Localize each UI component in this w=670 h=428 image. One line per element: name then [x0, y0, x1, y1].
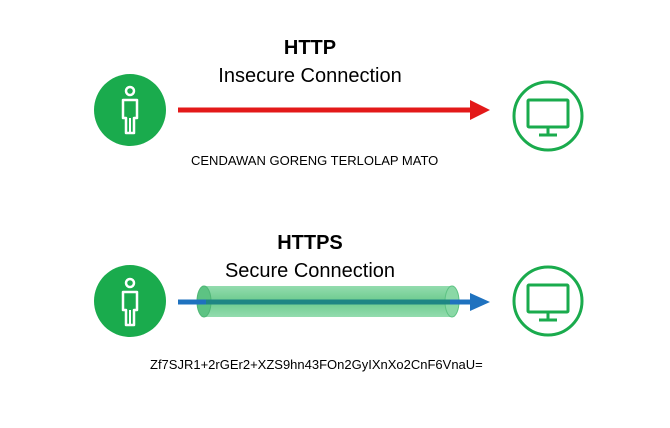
https-payload-text: Zf7SJR1+2rGEr2+XZS9hn43FOn2GyIXnXo2CnF6V… [150, 357, 483, 372]
https-server-monitor-icon [512, 265, 584, 337]
https-arrow [178, 293, 490, 311]
https-subtitle: Secure Connection [224, 260, 396, 282]
http-arrow [178, 100, 490, 120]
https-client-person-icon [94, 265, 166, 337]
http-payload-text: CENDAWAN GORENG TERLOLAP MATO [191, 153, 439, 168]
http-client-person-icon [94, 74, 166, 146]
http-server-monitor-icon [512, 80, 584, 152]
http-subtitle: Insecure Connection [218, 65, 402, 87]
http-title: HTTP [283, 37, 337, 59]
https-title: HTTPS [277, 232, 343, 254]
